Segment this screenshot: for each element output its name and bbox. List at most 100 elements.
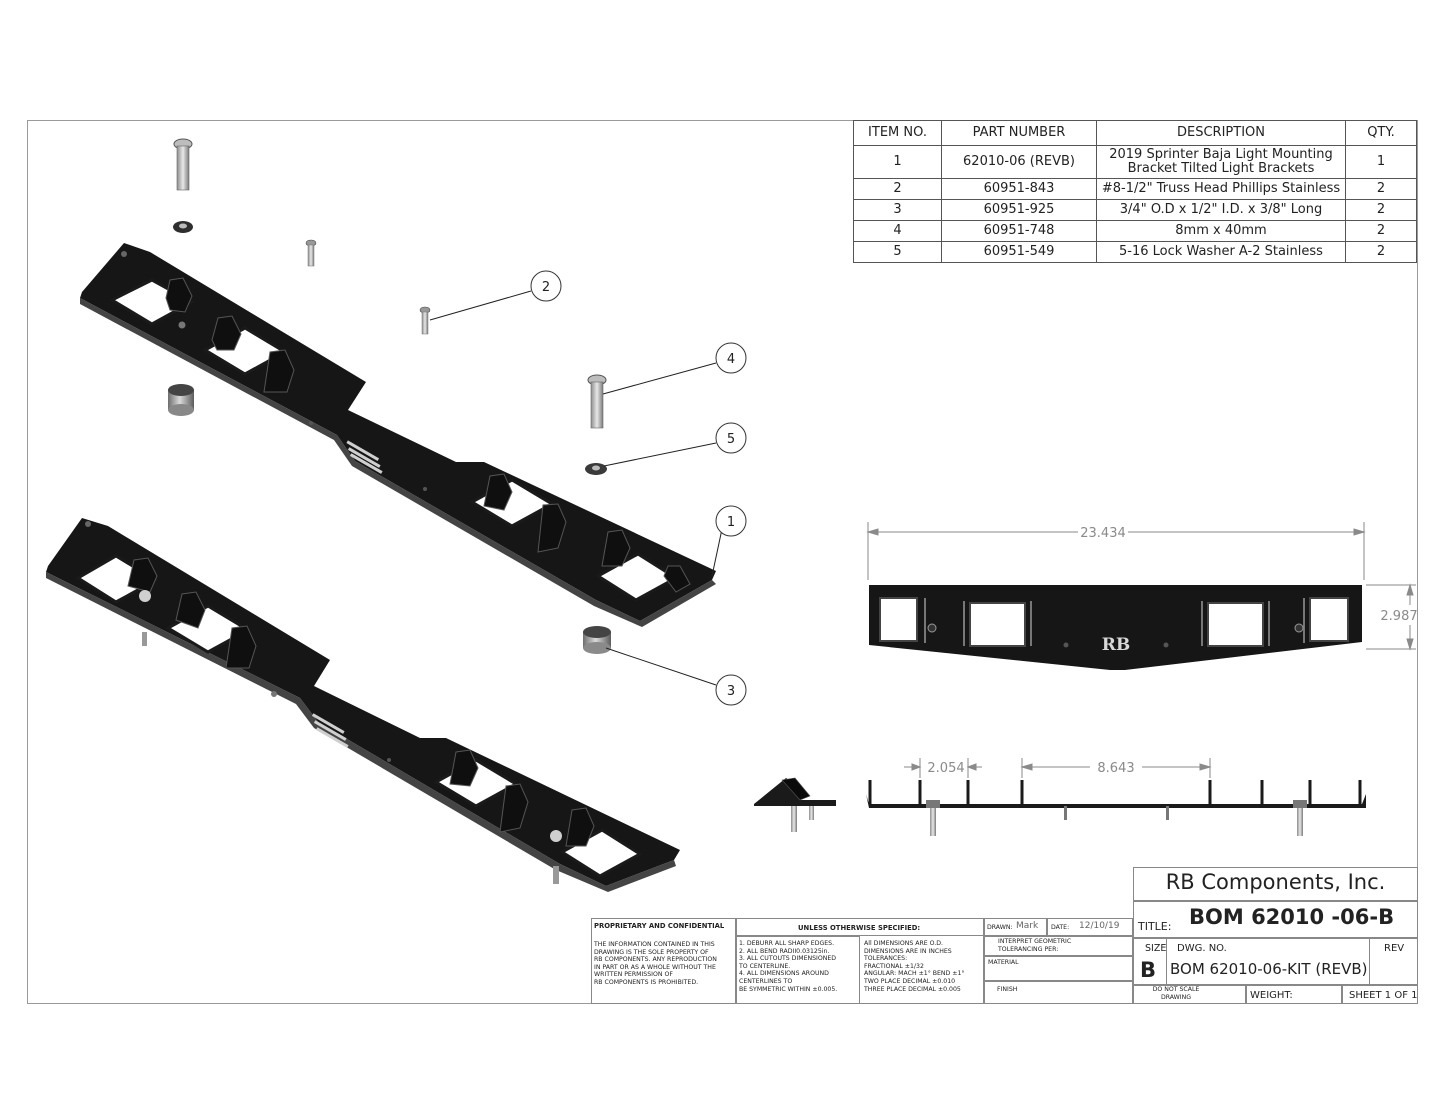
tolerance-line: ANGULAR: MACH ±1° BEND ±1° [864,970,965,978]
bom-header-description: DESCRIPTION [1096,120,1346,146]
note-line: BE SYMMETRIC WITHIN ±0.005. [739,985,838,993]
date-label: DATE: [1051,924,1070,931]
proprietary-heading: PROPRIETARY AND CONFIDENTIAL [594,922,725,930]
interpret-box [984,936,1133,956]
note-line: CENTERLINES TO [739,977,793,985]
bom-item: 2 [853,178,942,200]
material-box [984,956,1133,981]
sheet-number: SHEET 1 OF 1 [1349,990,1418,1001]
bom-qty: 2 [1345,178,1417,200]
bom-item: 1 [853,145,942,179]
material-label: MATERIAL [988,959,1019,966]
callout-4: 4 [727,352,735,367]
tolerance-text: All DIMENSIONS ARE O.D. DIMENSIONS ARE I… [864,940,964,993]
drawn-label: DRAWN: [987,924,1013,931]
bom-header-row: ITEM NO. PART NUMBER DESCRIPTION QTY. [853,120,1417,146]
bom-description: 8mm x 40mm [1096,220,1346,242]
note-line: 3. ALL CUTOUTS DIMENSIONED [739,955,837,963]
rev-label: REV [1384,943,1405,954]
proprietary-line: THE INFORMATION CONTAINED IN THIS [594,941,715,948]
bom-header-part: PART NUMBER [941,120,1097,146]
tolerance-line: TOLERANCES: [864,955,908,963]
note-line: 1. DEBURR ALL SHARP EDGES. [739,940,835,947]
bom-description: 3/4" O.D x 1/2" I.D. x 3/8" Long [1096,199,1346,221]
interpret-text: INTERPRET GEOMETRIC TOLERANCING PER: [998,938,1071,953]
company-name: RB Components, Inc. [1165,870,1386,894]
tolerance-line: DIMENSIONS ARE IN INCHES [864,947,952,955]
interpret-line: TOLERANCING PER: [998,945,1059,953]
proprietary-line: RB COMPONENTS. ANY REPRODUCTION [594,956,717,964]
proprietary-box [591,918,736,1004]
bom-part: 62010-06 (REVB) [941,145,1097,179]
front-view-logo: RB [1102,635,1131,655]
proprietary-line: DRAWING IS THE SOLE PROPERTY OF [594,948,709,956]
bom-header-qty: QTY. [1345,120,1417,146]
front-view [869,585,1362,670]
table-row: 5 60951-549 5-16 Lock Washer A-2 Stainle… [853,241,1417,263]
side-view [754,777,1366,836]
bom-item: 3 [853,199,942,221]
drawing-title: BOM 62010 -06-B [1189,905,1395,929]
tolerance-line: FRACTIONAL ±1/32 [864,962,924,970]
table-row: 3 60951-925 3/4" O.D x 1/2" I.D. x 3/8" … [853,199,1417,221]
date-value: 12/10/19 [1079,921,1120,931]
sheet-box [1342,985,1418,1004]
drawn-by: Mark [1016,921,1039,931]
note-line: TO CENTERLINE. [739,962,791,970]
weight-box [1246,985,1342,1004]
specifications-header-box [736,918,984,936]
tolerance-line: All DIMENSIONS ARE O.D. [864,940,943,947]
bom-part: 60951-925 [941,199,1097,221]
dim-tab-spacing-a: 2.054 [927,761,964,776]
leader-lines [429,290,723,686]
bom-part: 60951-748 [941,220,1097,242]
callout-5: 5 [727,432,735,447]
bom-qty: 1 [1345,145,1417,179]
bom-item: 4 [853,220,942,242]
finish-box [984,981,1133,1004]
table-row: 4 60951-748 8mm x 40mm 2 [853,220,1417,242]
lower-bracket [46,518,680,892]
bom-description: 5-16 Lock Washer A-2 Stainless [1096,241,1346,263]
bom-desc-line: Bracket Tilted Light Brackets [1127,161,1315,176]
size-label: SIZE [1145,943,1167,954]
dim-height: 2.987 [1380,609,1417,624]
do-not-scale-text: DO NOT SCALE DRAWING [1133,986,1219,1001]
finish-label: FINISH [997,986,1018,993]
bom-table: ITEM NO. PART NUMBER DESCRIPTION QTY. 1 … [853,120,1417,263]
size-value: B [1140,958,1157,982]
proprietary-line: WRITTEN PERMISSION OF [594,971,673,979]
bom-desc-line: 2019 Sprinter Baja Light Mounting [1109,147,1333,162]
do-not-scale-line: DO NOT SCALE [1152,986,1200,993]
dwg-no-value: BOM 62010-06-KIT (REVB) [1170,960,1368,978]
title-label: TITLE: [1138,920,1172,933]
bom-item: 5 [853,241,942,263]
company-box [1133,867,1418,901]
scale-box [1133,985,1246,1004]
callout-2: 2 [542,280,550,295]
title-box [1133,901,1418,938]
weight-label: WEIGHT: [1250,990,1293,1001]
dim-overall-width: 23.434 [1080,526,1126,541]
bom-part: 60951-549 [941,241,1097,263]
dimension-lines [866,522,1416,778]
dwg-no-label: DWG. NO. [1177,943,1227,954]
proprietary-text: THE INFORMATION CONTAINED IN THIS DRAWIN… [594,941,717,987]
callout-3: 3 [727,684,735,699]
bom-description: #8-1/2" Truss Head Phillips Stainless [1096,178,1346,200]
interpret-line: INTERPRET GEOMETRIC [998,938,1072,945]
date-box [1047,918,1133,936]
rev-box [1369,938,1418,985]
note-line: 2. ALL BEND RADII0.03125in. [739,947,830,955]
tolerance-line: TWO PLACE DECIMAL ±0.010 [864,977,956,985]
tolerance-line: THREE PLACE DECIMAL ±0.005 [864,985,961,993]
unless-heading: UNLESS OTHERWISE SPECIFIED: [798,924,921,932]
note-line: 4. ALL DIMENSIONS AROUND [739,970,829,978]
upper-bracket [80,243,716,627]
bom-qty: 2 [1345,199,1417,221]
dim-tab-spacing-b: 8.643 [1097,761,1134,776]
bom-part: 60951-843 [941,178,1097,200]
notes-box [736,936,860,1004]
